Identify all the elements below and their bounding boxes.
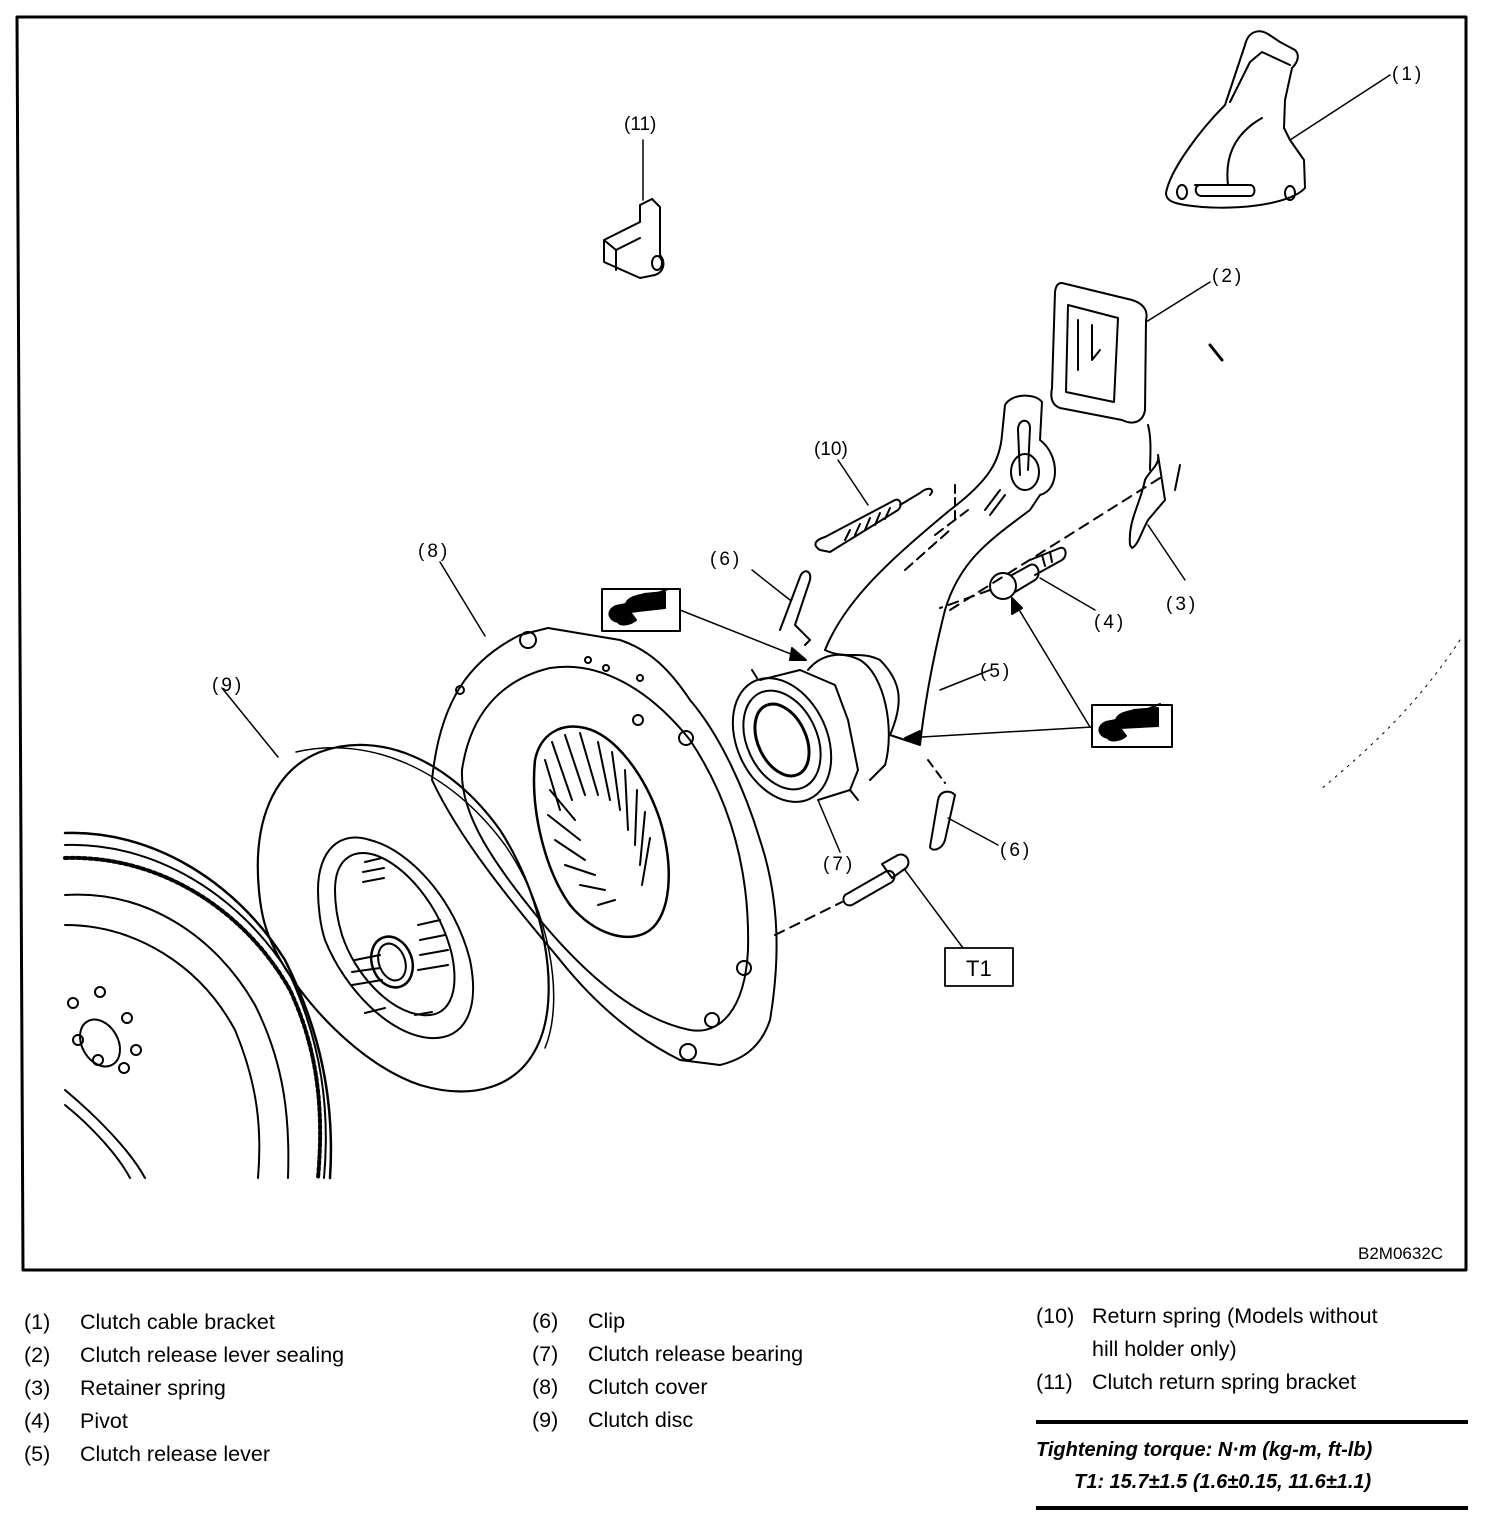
legend-text: Clutch release lever sealing [80, 1343, 345, 1367]
torque-heading: Tightening torque: N·m (kg-m, ft-lb) [1036, 1439, 1373, 1461]
callout-11: (11) [624, 114, 656, 135]
callout-4: (4) [1094, 612, 1126, 633]
divider [1036, 1506, 1468, 1510]
callout-3: (3) [1166, 594, 1198, 615]
clutch-disc [256, 743, 555, 1093]
clutch-cover [431, 627, 778, 1066]
leader-line-t1 [904, 869, 964, 949]
legend-text: Clutch return spring bracket [1092, 1370, 1357, 1394]
legend-number: (6) [532, 1309, 559, 1333]
t1-tag: T1 [966, 956, 992, 981]
clutch-release-lever-sealing [1050, 282, 1148, 424]
legend-number: (11) [1036, 1370, 1073, 1394]
leader-line-8 [439, 561, 486, 637]
callout-1: (1) [1392, 64, 1424, 85]
clutch-release-bearing [731, 653, 890, 803]
legend-number: (10) [1036, 1304, 1075, 1328]
legend-text: Clutch disc [588, 1408, 694, 1432]
callout-8: (8) [418, 541, 450, 562]
leader-line-6-upper [751, 569, 791, 601]
legend-text: Return spring (Models without [1092, 1304, 1378, 1328]
leader-line-1 [1289, 74, 1391, 141]
legend-number: (1) [24, 1310, 51, 1334]
legend-text: hill holder only) [1092, 1337, 1237, 1361]
legend-text: Clip [588, 1309, 626, 1333]
clutch-cable-bracket [1165, 30, 1306, 209]
leader-line-2 [1145, 281, 1211, 323]
leader-line-9 [221, 687, 279, 758]
legend-text: Clutch release bearing [588, 1342, 804, 1366]
leader-line-6-lower [947, 817, 999, 846]
legend-item: (4) Pivot [24, 1405, 344, 1438]
arrow-to-pivot [1011, 597, 1091, 728]
legend-number: (5) [24, 1442, 51, 1466]
legend-number: (2) [24, 1343, 51, 1367]
callout-6-upper: (6) [710, 549, 742, 570]
legend-column-1: (1) Clutch cable bracket (2) Clutch releas… [24, 1306, 344, 1471]
torque-spec: T1: 15.7±1.5 (1.6±0.15, 11.6±1.1) [1074, 1471, 1372, 1493]
leader-line-4 [1039, 577, 1096, 611]
callout-6-lower: (6) [1000, 840, 1032, 861]
drawing-code: B2M0632C [1358, 1244, 1443, 1263]
legend-column-2: (6) Clip (7) Clutch release bearing (8) Clu… [532, 1305, 803, 1437]
callout-5: (5) [980, 661, 1012, 682]
legend-item: (3) Retainer spring [24, 1372, 344, 1405]
legend-item: (7) Clutch release bearing [532, 1338, 803, 1371]
callout-9: (9) [212, 675, 244, 696]
legend-column-3: (10) Return spring (Models without hill h… [1036, 1300, 1476, 1399]
legend-item: (6) Clip [532, 1305, 803, 1338]
legend-number: (9) [532, 1408, 559, 1432]
legend-item: (11) Clutch return spring bracket [1036, 1366, 1476, 1399]
leader-line-5 [939, 669, 991, 691]
legend-text: Clutch cover [588, 1375, 708, 1399]
callout-10: (10) [814, 439, 848, 460]
clip-lower [927, 759, 956, 851]
legend-item-continuation: hill holder only) [1036, 1333, 1476, 1366]
callout-7: (7) [823, 854, 855, 875]
legend-text: Retainer spring [80, 1376, 226, 1400]
figure-frame [15, 15, 1468, 1272]
leader-line-10 [837, 459, 869, 506]
divider [1036, 1420, 1468, 1424]
clutch-return-spring-bracket [603, 198, 665, 279]
return-spring [814, 484, 956, 553]
exploded-diagram: (1) (2) (3) (4) (5) (6) (6) (7) (8) (9) … [15, 15, 1468, 1272]
legend-item: (2) Clutch release lever sealing [24, 1339, 344, 1372]
legend-item: (9) Clutch disc [532, 1404, 803, 1437]
legend-item: (1) Clutch cable bracket [24, 1306, 344, 1339]
flywheel [63, 831, 333, 1180]
legend-text: Clutch cable bracket [80, 1310, 275, 1334]
leader-line-7 [817, 799, 841, 853]
legend-number: (8) [532, 1375, 559, 1399]
clutch-release-lever [824, 394, 1056, 746]
retainer-spring [949, 424, 1181, 611]
legend-item: (8) Clutch cover [532, 1371, 803, 1404]
clip-upper [779, 570, 812, 646]
legend-item: (10) Return spring (Models without [1036, 1300, 1476, 1333]
arrow-to-lever [904, 726, 1093, 739]
t1-tag-box [944, 947, 1014, 987]
leader-line-3 [1147, 524, 1186, 581]
legend-number: (4) [24, 1409, 51, 1433]
torque-spec-box: Tightening torque: N·m (kg-m, ft-lb) T1:… [1036, 1420, 1468, 1510]
legend-item: (5) Clutch release lever [24, 1438, 344, 1471]
grease-application-icon [1091, 703, 1173, 748]
legend-number: (3) [24, 1376, 51, 1400]
pivot [939, 546, 1067, 609]
callout-2: (2) [1212, 266, 1244, 287]
arrow-to-bearing [679, 609, 807, 661]
grease-application-icon [601, 588, 681, 632]
bolt-t1 [774, 853, 910, 936]
legend-number: (7) [532, 1342, 559, 1366]
legend-text: Pivot [80, 1409, 128, 1433]
legend-text: Clutch release lever [80, 1442, 271, 1466]
